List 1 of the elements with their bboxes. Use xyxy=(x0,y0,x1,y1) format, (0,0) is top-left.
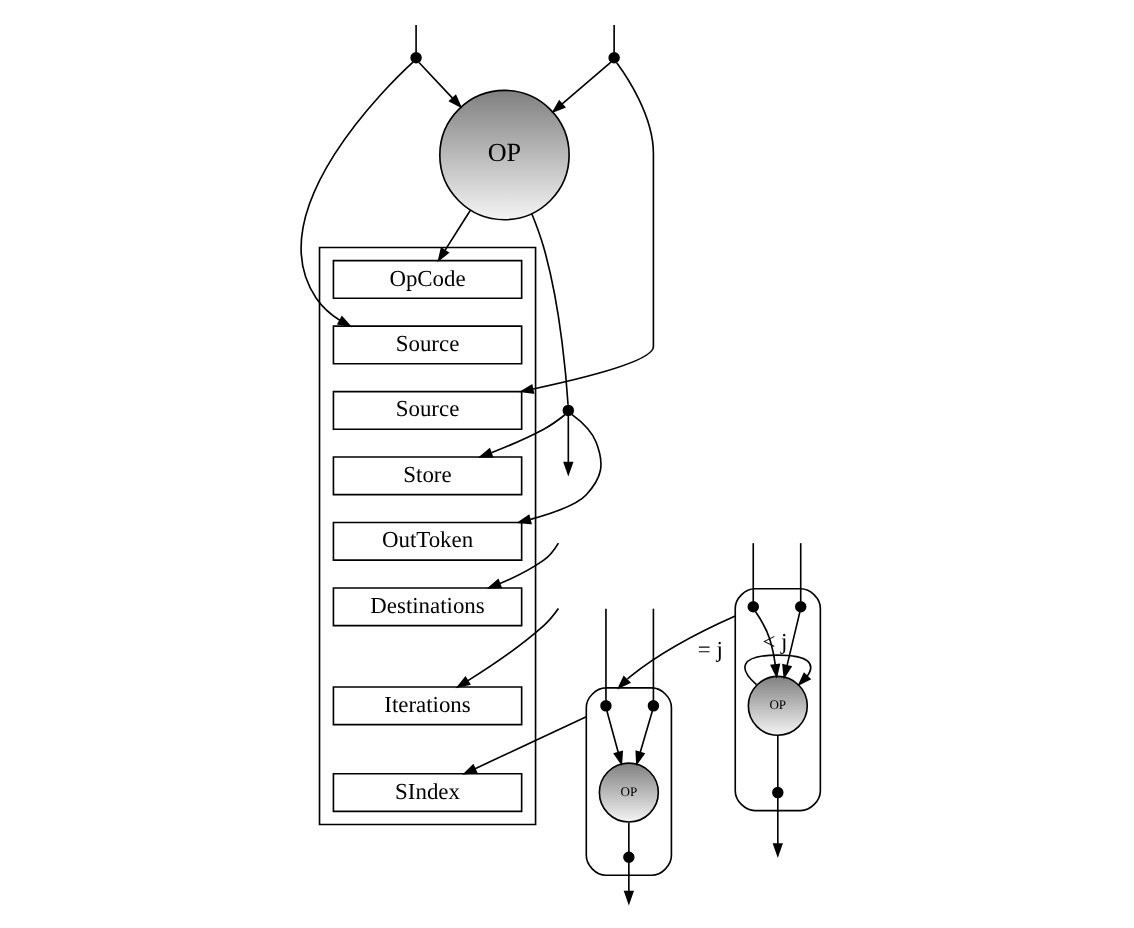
edge-label: = j xyxy=(697,639,723,664)
